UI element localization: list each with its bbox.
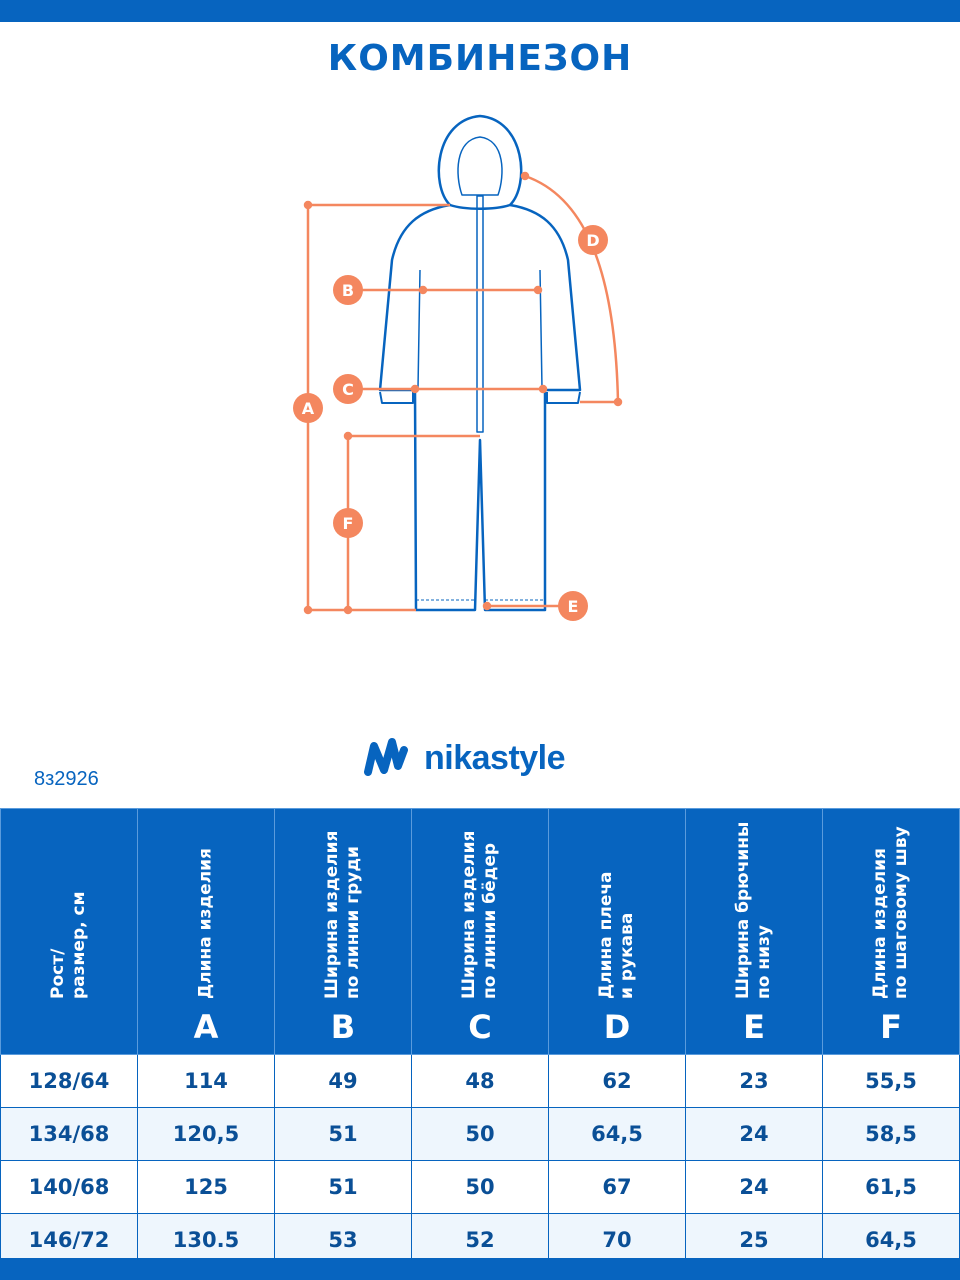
- measure-cell: 125: [137, 1160, 275, 1214]
- measure-cell: 114: [137, 1054, 275, 1108]
- measure-cell: 51: [274, 1107, 412, 1161]
- badge-e: [558, 591, 588, 621]
- measure-cell: 25: [685, 1213, 823, 1267]
- brand-name: nikastyle: [424, 738, 566, 777]
- badge-c-label: C: [342, 380, 354, 399]
- badge-f-label: F: [343, 514, 354, 533]
- measure-cell: 61,5: [822, 1160, 960, 1214]
- brand-logo: nikastyle: [362, 736, 566, 780]
- measure-cell: 58,5: [822, 1107, 960, 1161]
- measure-badges: A B C D E F: [293, 225, 608, 621]
- measure-cell: 49: [274, 1054, 412, 1108]
- badge-a-label: A: [302, 399, 315, 418]
- measure-cell: 48: [411, 1054, 549, 1108]
- measure-cell: 67: [548, 1160, 686, 1214]
- size-cell: 128/64: [0, 1054, 138, 1108]
- nikastyle-logo-icon: [364, 738, 408, 776]
- measure-cell: 51: [274, 1160, 412, 1214]
- jumpsuit-diagram: A B C D E F: [293, 114, 623, 621]
- measure-cell: 50: [411, 1160, 549, 1214]
- badge-f: [333, 508, 363, 538]
- article-number: 8з2926: [34, 768, 99, 790]
- measure-cell: 120,5: [137, 1107, 275, 1161]
- badge-b: [333, 275, 363, 305]
- badge-a: [293, 393, 323, 423]
- bottom-bar: [0, 1258, 960, 1280]
- measure-cell: 55,5: [822, 1054, 960, 1108]
- badge-b-label: B: [342, 281, 354, 300]
- size-cell: 134/68: [0, 1107, 138, 1161]
- measure-cell: 24: [685, 1160, 823, 1214]
- measure-cell: 64,5: [822, 1213, 960, 1267]
- header-size: Рост/ размер, см: [0, 808, 138, 1055]
- badge-d: [578, 225, 608, 255]
- top-bar: [0, 0, 960, 22]
- measure-cell: 24: [685, 1107, 823, 1161]
- measure-cell: 64,5: [548, 1107, 686, 1161]
- measure-cell: 62: [548, 1054, 686, 1108]
- measure-cell: 50: [411, 1107, 549, 1161]
- badge-e-label: E: [568, 597, 579, 616]
- page-title: КОМБИНЕЗОН: [327, 38, 633, 79]
- size-cell: 140/68: [0, 1160, 138, 1214]
- measure-cell: 23: [685, 1054, 823, 1108]
- badge-d-label: D: [586, 231, 599, 250]
- badge-c: [333, 374, 363, 404]
